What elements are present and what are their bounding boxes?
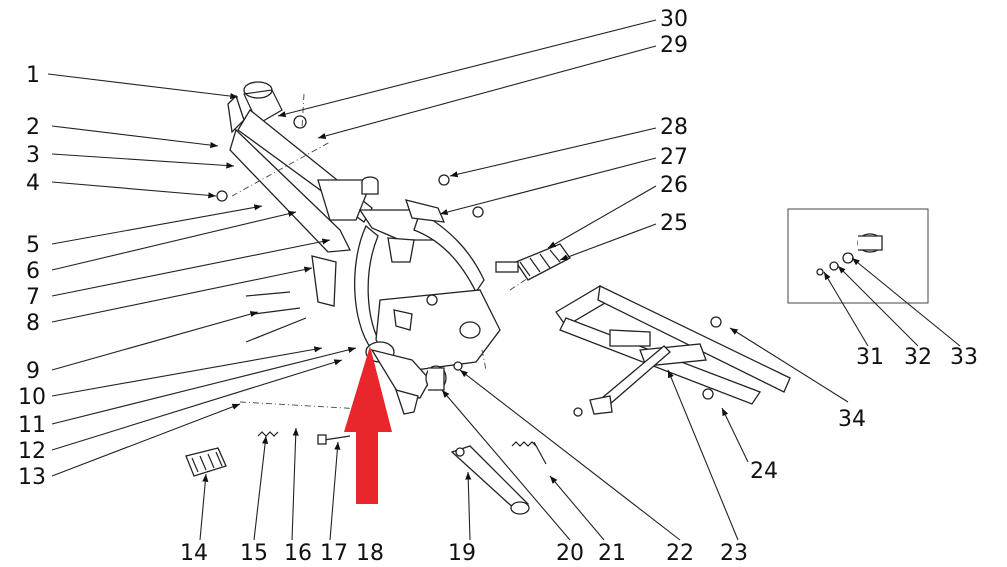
callout-8: 8 xyxy=(26,311,40,336)
callout-22: 22 xyxy=(666,541,694,566)
callout-14: 14 xyxy=(180,541,208,566)
callout-28: 28 xyxy=(660,115,688,140)
main-frame xyxy=(216,81,541,445)
callout-21: 21 xyxy=(598,541,626,566)
callout-10: 10 xyxy=(18,385,46,410)
callout-2: 2 xyxy=(26,115,40,140)
callout-15: 15 xyxy=(240,541,268,566)
leader-lines xyxy=(47,19,961,541)
callout-16: 16 xyxy=(284,541,312,566)
callout-18: 18 xyxy=(356,541,384,566)
callout-12: 12 xyxy=(18,439,46,464)
callout-34: 34 xyxy=(838,407,866,432)
callout-33: 33 xyxy=(950,345,978,370)
callout-17: 17 xyxy=(320,541,348,566)
callout-5: 5 xyxy=(26,233,40,258)
callout-1: 1 xyxy=(26,63,40,88)
callout-13: 13 xyxy=(18,465,46,490)
callout-7: 7 xyxy=(26,285,40,310)
inset-detail xyxy=(787,208,929,304)
callout-32: 32 xyxy=(904,345,932,370)
callout-9: 9 xyxy=(26,359,40,384)
callout-4: 4 xyxy=(26,171,40,196)
callout-27: 27 xyxy=(660,145,688,170)
subframe xyxy=(555,285,791,417)
callout-11: 11 xyxy=(18,413,46,438)
callout-20: 20 xyxy=(556,541,584,566)
side-stand xyxy=(450,445,530,515)
callout-labels: 1 2 3 4 5 6 7 8 9 10 11 12 13 14 15 16 1… xyxy=(18,7,978,566)
callout-3: 3 xyxy=(26,143,40,168)
callout-26: 26 xyxy=(660,173,688,198)
callout-6: 6 xyxy=(26,259,40,284)
callout-29: 29 xyxy=(660,33,688,58)
callout-30: 30 xyxy=(660,7,688,32)
callout-25: 25 xyxy=(660,211,688,236)
callout-24: 24 xyxy=(750,459,778,484)
footpeg-right xyxy=(495,243,571,281)
springs xyxy=(257,431,547,465)
callout-23: 23 xyxy=(720,541,748,566)
red-arrow-up-icon xyxy=(344,346,392,504)
callout-31: 31 xyxy=(856,345,884,370)
callout-19: 19 xyxy=(448,541,476,566)
footpeg-left xyxy=(185,447,227,477)
